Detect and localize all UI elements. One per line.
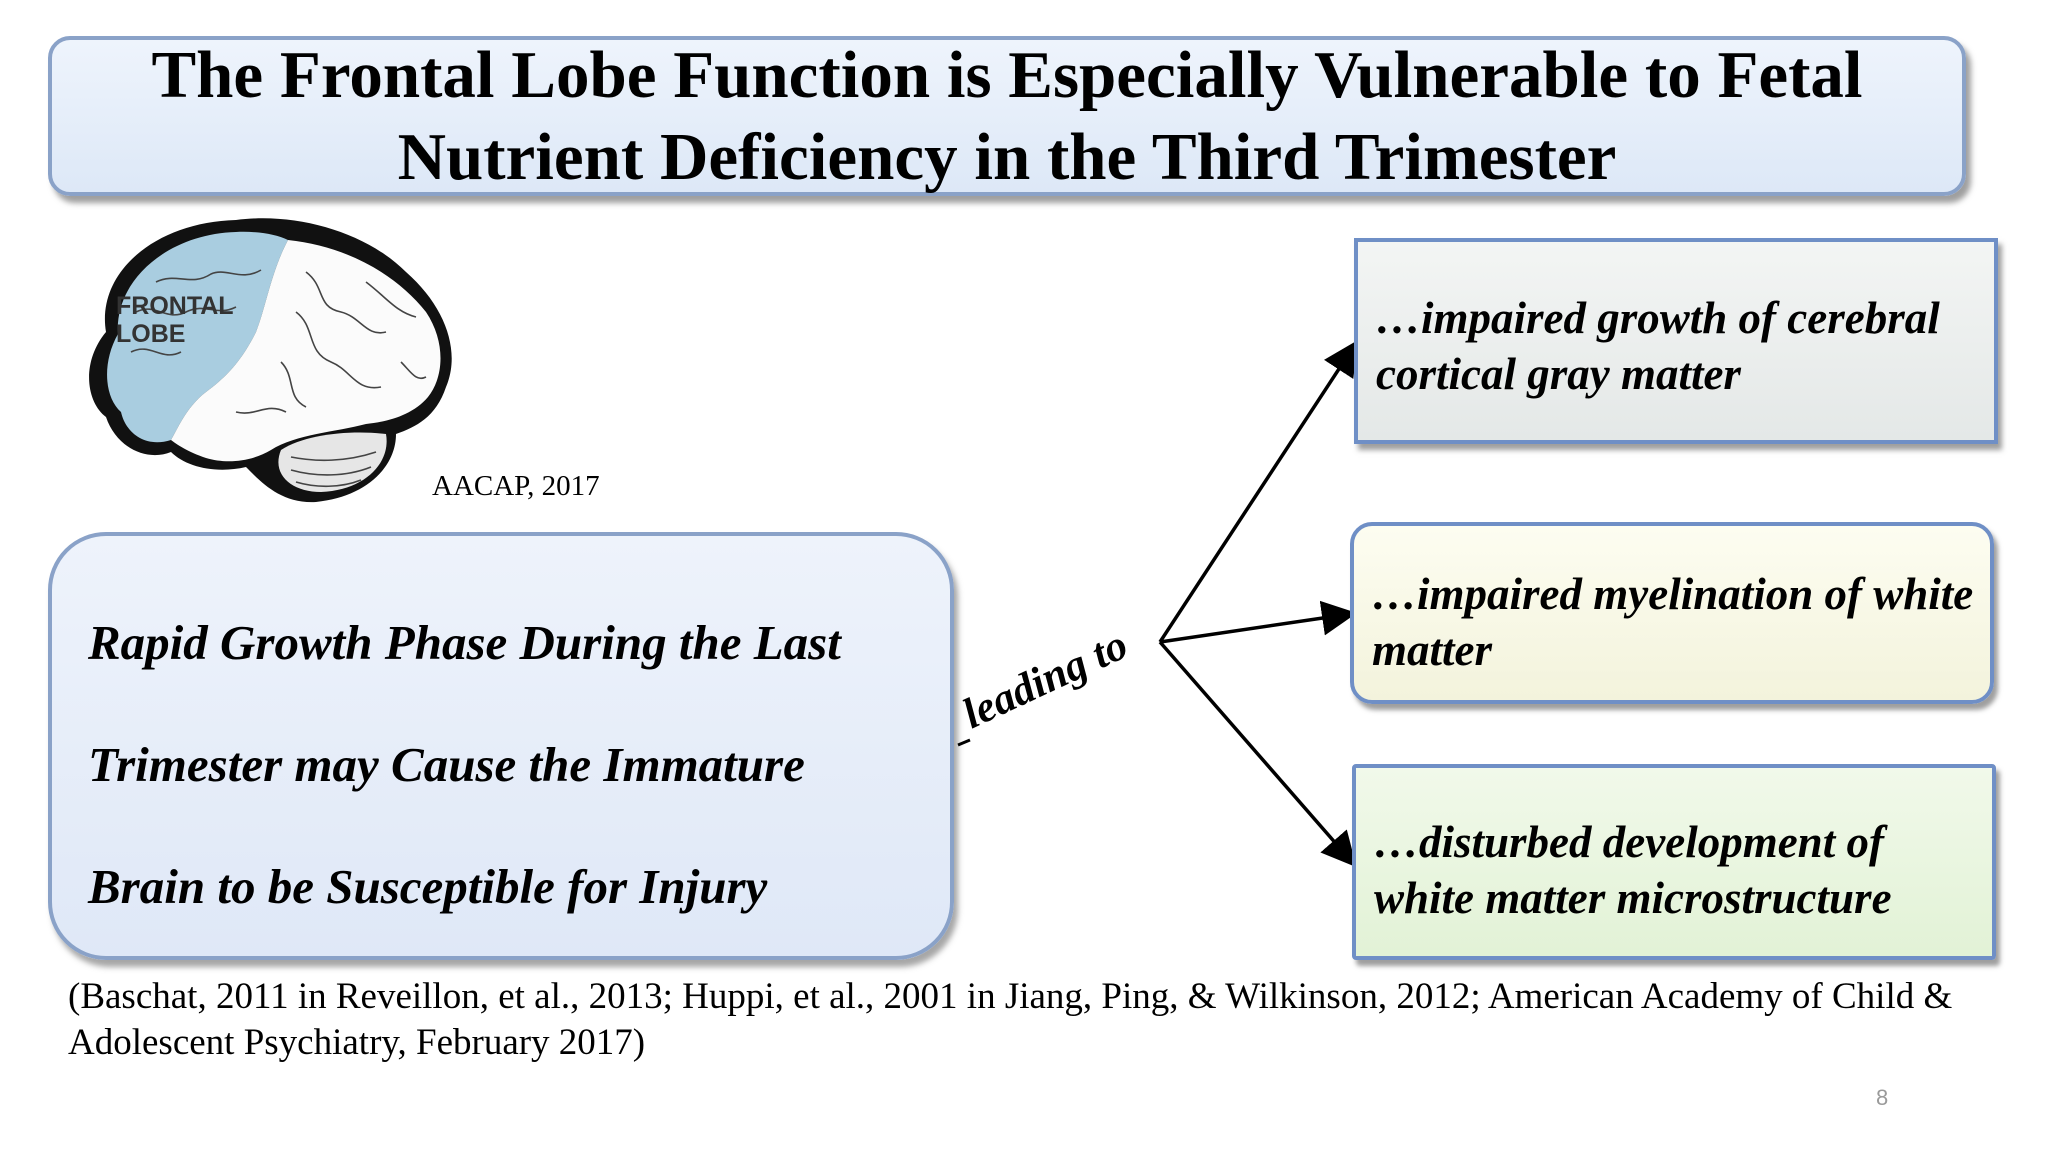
outcome-box-microstructure: …disturbed development of white matter m… xyxy=(1352,764,1996,960)
cause-line-3: Brain to be Susceptible for Injury xyxy=(88,859,768,914)
outcome-box-myelination: …impaired myelination of white matter xyxy=(1350,522,1994,704)
arrow-to-myelination xyxy=(1159,600,1357,644)
frontal-lobe-label: FRONTAL xyxy=(116,292,234,320)
brain-folds xyxy=(130,269,427,488)
frontal-lobe-region xyxy=(107,231,288,443)
cause-line-2: Trimester may Cause the Immature xyxy=(88,737,805,792)
arrow-to-gray-matter xyxy=(1158,340,1358,643)
cerebrum-region xyxy=(171,240,441,462)
outcome-box-gray-matter: …impaired growth of cerebral cortical gr… xyxy=(1354,238,1998,444)
cause-box: Rapid Growth Phase During the Last Trime… xyxy=(48,532,954,960)
cause-line-1: Rapid Growth Phase During the Last xyxy=(88,615,841,670)
cerebellum-region xyxy=(278,432,387,492)
outcome-text-gray-matter: …impaired growth of cerebral cortical gr… xyxy=(1376,293,1940,399)
page-number: 8 xyxy=(1876,1085,1889,1110)
connector-stub xyxy=(957,738,971,747)
arrow-to-microstructure xyxy=(1158,640,1357,868)
outcome-text-microstructure: …disturbed development of white matter m… xyxy=(1374,817,1892,923)
citation-text: (Baschat, 2011 in Reveillon, et al., 201… xyxy=(68,976,1953,1063)
title-banner: The Frontal Lobe Function is Especially … xyxy=(48,36,1966,196)
slide-title: The Frontal Lobe Function is Especially … xyxy=(151,38,1863,194)
image-credit: AACAP, 2017 xyxy=(432,470,600,502)
frontal-lobe-label-2: LOBE xyxy=(116,320,185,348)
brain-illustration: FRONTAL LOBE xyxy=(89,218,452,503)
outcome-text-myelination: …impaired myelination of white matter xyxy=(1372,569,1974,675)
